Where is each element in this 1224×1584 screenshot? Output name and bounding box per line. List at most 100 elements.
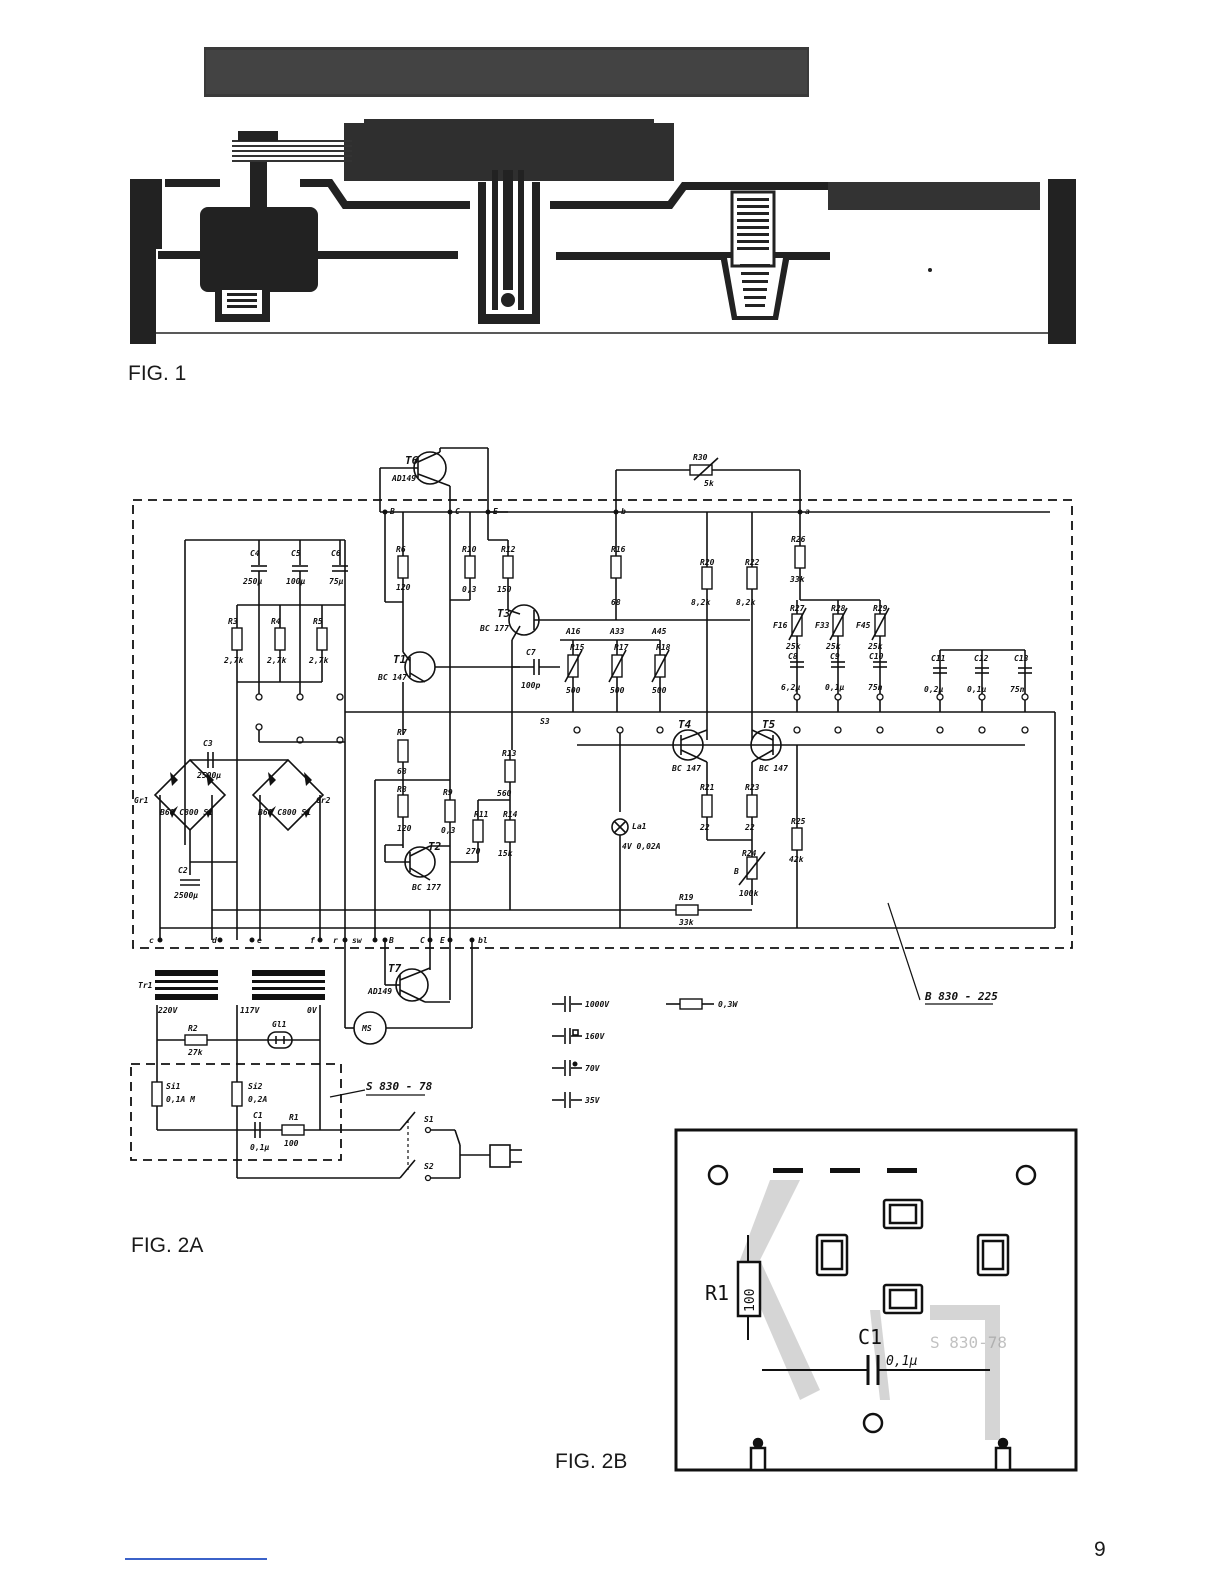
pcb-connector-right xyxy=(994,1437,1012,1472)
svg-text:250µ: 250µ xyxy=(242,577,262,586)
svg-text:F33: F33 xyxy=(815,621,830,630)
page-number: 9 xyxy=(1094,1538,1106,1561)
res-r12: R12 150 xyxy=(497,540,516,610)
svg-text:b: b xyxy=(621,507,626,516)
res-r5: R5 2,7k xyxy=(308,605,329,682)
pcb-diode-bottom xyxy=(882,1283,924,1315)
pcb-c1: C1 0,1µ xyxy=(762,1325,990,1385)
svg-text:500: 500 xyxy=(610,686,625,695)
res-r24: R24 B 100k xyxy=(733,840,766,905)
svg-text:117V: 117V xyxy=(240,1006,260,1015)
res-r19: R19 33k xyxy=(675,893,699,927)
svg-text:35V: 35V xyxy=(584,1096,601,1105)
res-r11: R11 270 xyxy=(465,800,488,862)
svg-text:220V: 220V xyxy=(157,1006,178,1015)
svg-text:R5: R5 xyxy=(313,617,323,626)
svg-text:C1: C1 xyxy=(253,1111,263,1120)
svg-text:33k: 33k xyxy=(789,575,806,584)
svg-text:C1: C1 xyxy=(858,1325,882,1349)
cap-c1: C1 0,1µ xyxy=(250,1111,269,1152)
fig2b-pcb: S 830-78 R1 100 C1 0,1µ xyxy=(674,1128,1078,1472)
svg-text:BC 147: BC 147 xyxy=(671,764,701,773)
fig2a-caption: FIG. 2A xyxy=(131,1234,204,1257)
res-r1: R1 100 xyxy=(281,1113,305,1148)
svg-text:R27: R27 xyxy=(790,604,805,613)
pcb-diode-left xyxy=(815,1233,849,1277)
svg-text:0,1µ: 0,1µ xyxy=(967,685,986,694)
svg-text:70V: 70V xyxy=(585,1064,601,1073)
svg-text:R15: R15 xyxy=(570,643,585,652)
svg-text:C7: C7 xyxy=(526,648,536,657)
svg-text:T5: T5 xyxy=(762,718,776,731)
svg-text:bl: bl xyxy=(478,936,488,945)
svg-text:160V: 160V xyxy=(585,1032,605,1041)
res-r16: R16 68 xyxy=(610,512,626,620)
svg-text:4V 0,02A: 4V 0,02A xyxy=(622,842,661,851)
fig2a-schematic: T6 AD149 B C E R30 5k b a C4 250µ C5 100… xyxy=(130,447,1073,1182)
svg-text:d: d xyxy=(212,936,217,945)
svg-text:R18: R18 xyxy=(656,643,671,652)
svg-text:Gl1: Gl1 xyxy=(272,1020,286,1029)
res-r13: R13 560 xyxy=(497,749,517,800)
svg-text:Gr2: Gr2 xyxy=(316,796,331,805)
svg-text:25k: 25k xyxy=(825,642,842,651)
svg-text:R11: R11 xyxy=(474,810,488,819)
svg-text:A33: A33 xyxy=(609,627,625,636)
terminal-row: c d e f r sw B C E bl xyxy=(149,936,488,945)
svg-text:R1: R1 xyxy=(705,1281,729,1305)
svg-text:0,3: 0,3 xyxy=(441,826,456,835)
svg-text:8,2k: 8,2k xyxy=(736,598,756,607)
svg-text:1000V: 1000V xyxy=(585,1000,610,1009)
fig1-drawing xyxy=(130,47,1076,344)
svg-text:T4: T4 xyxy=(678,718,692,731)
svg-text:R4: R4 xyxy=(271,617,281,626)
svg-text:c: c xyxy=(149,936,154,945)
cap-c4: C4 250µ xyxy=(242,540,267,695)
svg-text:75n: 75n xyxy=(1010,685,1025,694)
svg-text:100k: 100k xyxy=(739,889,759,898)
svg-text:La1: La1 xyxy=(632,822,646,831)
svg-text:AD149: AD149 xyxy=(367,987,392,996)
cap-c12: C12 0,1µ xyxy=(967,650,989,712)
svg-text:500: 500 xyxy=(566,686,581,695)
svg-text:BC 177: BC 177 xyxy=(479,624,509,633)
res-r25: R25 42k xyxy=(789,745,806,928)
res-r15: A16 R15 500 xyxy=(564,627,585,712)
svg-text:0,3: 0,3 xyxy=(462,585,477,594)
svg-text:27k: 27k xyxy=(187,1048,204,1057)
svg-text:R23: R23 xyxy=(745,783,760,792)
svg-text:100: 100 xyxy=(284,1139,299,1148)
svg-text:120: 120 xyxy=(396,583,411,592)
svg-text:C6: C6 xyxy=(331,549,341,558)
svg-text:R16: R16 xyxy=(611,545,626,554)
switch-s2: S2 xyxy=(399,1159,434,1182)
s3-label: S3 xyxy=(540,717,550,726)
svg-text:sw: sw xyxy=(352,936,363,945)
svg-text:33k: 33k xyxy=(678,918,695,927)
svg-text:68: 68 xyxy=(611,598,621,607)
svg-text:S2: S2 xyxy=(424,1162,434,1171)
svg-text:S1: S1 xyxy=(424,1115,434,1124)
res-r14: R14 15k xyxy=(498,800,518,910)
svg-text:A16: A16 xyxy=(565,627,581,636)
footer-link-line xyxy=(125,1558,267,1560)
svg-text:R14: R14 xyxy=(503,810,518,819)
supply-board-outline xyxy=(130,1063,342,1161)
res-r18: A45 R18 500 xyxy=(651,627,671,712)
r30-value: 5k xyxy=(704,479,715,488)
svg-text:r: r xyxy=(333,936,338,945)
res-r3: R3 2,7k xyxy=(223,605,244,682)
svg-text:R28: R28 xyxy=(831,604,846,613)
lamp-la1: La1 4V 0,02A xyxy=(611,818,661,928)
cap-c2: C2 2500µ xyxy=(173,866,200,900)
main-board-label: B 830 - 225 xyxy=(924,990,998,1003)
main-board-outline xyxy=(132,499,1073,949)
svg-text:75µ: 75µ xyxy=(329,577,344,586)
svg-text:Tr1: Tr1 xyxy=(138,981,152,990)
t6-label: T6 xyxy=(405,454,419,467)
svg-text:R20: R20 xyxy=(700,558,715,567)
res-r26: R26 33k xyxy=(789,512,806,600)
svg-text:R3: R3 xyxy=(228,617,238,626)
glow-lamp-gl1: Gl1 xyxy=(267,1020,293,1049)
svg-text:C4: C4 xyxy=(250,549,260,558)
